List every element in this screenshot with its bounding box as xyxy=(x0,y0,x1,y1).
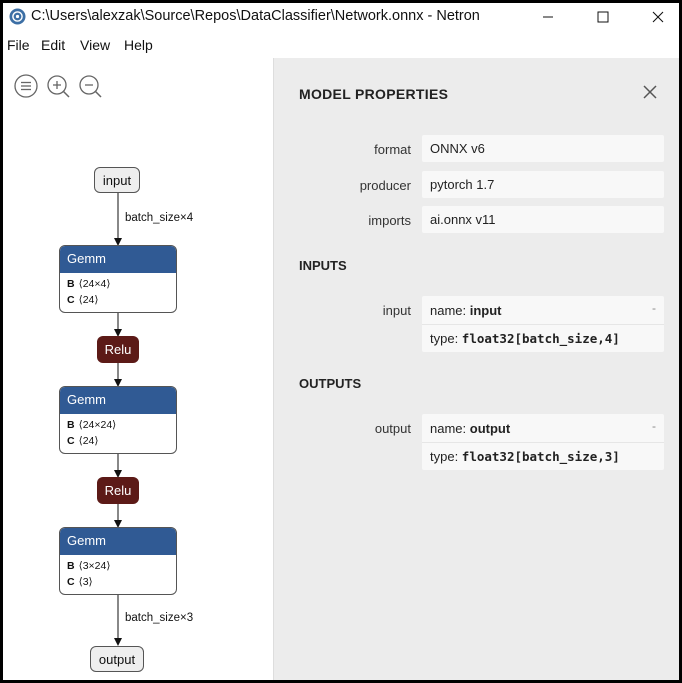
prop-value-imports[interactable]: ai.onnx v11 xyxy=(422,206,664,233)
list-icon[interactable] xyxy=(13,73,39,99)
close-icon xyxy=(652,11,664,23)
panel-title: MODEL PROPERTIES xyxy=(299,86,449,102)
output-name-row: name: output xyxy=(430,421,511,436)
prop-label-imports: imports xyxy=(368,213,411,228)
relu-node-1[interactable]: Relu xyxy=(97,336,139,363)
op-name: Gemm xyxy=(60,387,176,414)
prop-value-producer[interactable]: pytorch 1.7 xyxy=(422,171,664,198)
divider xyxy=(422,324,664,325)
expand-toggle[interactable]: - xyxy=(652,301,656,315)
outputs-section-title: OUTPUTS xyxy=(299,376,362,391)
op-attr-row: B⟨24×24⟩ xyxy=(67,419,117,431)
graph-edges xyxy=(114,193,122,646)
maximize-button[interactable] xyxy=(580,3,626,31)
window-title: C:\Users\alexzak\Source\Repos\DataClassi… xyxy=(31,8,480,24)
maximize-icon xyxy=(597,11,609,23)
close-window-button[interactable] xyxy=(635,3,679,31)
zoom-out-icon[interactable] xyxy=(77,73,103,99)
menu-edit[interactable]: Edit xyxy=(41,37,66,53)
op-attr-row: C⟨3⟩ xyxy=(67,576,93,588)
prop-label-format: format xyxy=(374,142,411,157)
menu-bar: File Edit View Help xyxy=(3,34,679,56)
edge-label-input-shape: batch_size×4 xyxy=(125,212,194,224)
input-label: input xyxy=(382,303,411,318)
menu-file[interactable]: File xyxy=(7,37,30,53)
op-name: Gemm xyxy=(60,528,176,555)
prop-value-format[interactable]: ONNX v6 xyxy=(422,135,664,162)
divider xyxy=(422,442,664,443)
output-type-row: type: float32[batch_size,3] xyxy=(430,449,620,464)
expand-toggle[interactable]: - xyxy=(652,419,656,433)
relu-node-2[interactable]: Relu xyxy=(97,477,139,504)
menu-help[interactable]: Help xyxy=(124,37,153,53)
model-properties-panel: MODEL PROPERTIES format ONNX v6 producer… xyxy=(273,58,679,680)
gemm-node-2[interactable]: Gemm B⟨24×24⟩ C⟨24⟩ xyxy=(59,386,177,454)
op-name: Gemm xyxy=(60,246,176,273)
input-details[interactable]: name: input - type: float32[batch_size,4… xyxy=(422,296,664,352)
graph-output-node[interactable]: output xyxy=(90,646,144,672)
gemm-node-1[interactable]: Gemm B⟨24×4⟩ C⟨24⟩ xyxy=(59,245,177,313)
zoom-in-icon[interactable] xyxy=(45,73,71,99)
inputs-section-title: INPUTS xyxy=(299,258,347,273)
netron-app-icon xyxy=(9,8,26,25)
op-attr-row: C⟨24⟩ xyxy=(67,294,99,306)
minimize-button[interactable] xyxy=(525,3,571,31)
menu-view[interactable]: View xyxy=(80,37,111,53)
edge-label-output-shape: batch_size×3 xyxy=(125,612,194,624)
gemm-node-3[interactable]: Gemm B⟨3×24⟩ C⟨3⟩ xyxy=(59,527,177,595)
prop-label-producer: producer xyxy=(359,178,411,193)
graph-input-node[interactable]: input xyxy=(94,167,140,193)
netron-window: C:\Users\alexzak\Source\Repos\DataClassi… xyxy=(3,3,679,680)
graph-canvas[interactable]: input batch_size×4 Gemm B⟨24×4⟩ C⟨24⟩ Re… xyxy=(3,58,273,680)
op-attr-row: C⟨24⟩ xyxy=(67,435,99,447)
minimize-icon xyxy=(543,16,553,18)
op-attr-row: B⟨24×4⟩ xyxy=(67,278,111,290)
output-details[interactable]: name: output - type: float32[batch_size,… xyxy=(422,414,664,470)
input-type-row: type: float32[batch_size,4] xyxy=(430,331,620,346)
op-attr-row: B⟨3×24⟩ xyxy=(67,560,111,572)
close-panel-icon[interactable] xyxy=(642,84,658,100)
input-name-row: name: input xyxy=(430,303,502,318)
output-label: output xyxy=(374,421,411,436)
title-bar[interactable]: C:\Users\alexzak\Source\Repos\DataClassi… xyxy=(3,3,679,31)
